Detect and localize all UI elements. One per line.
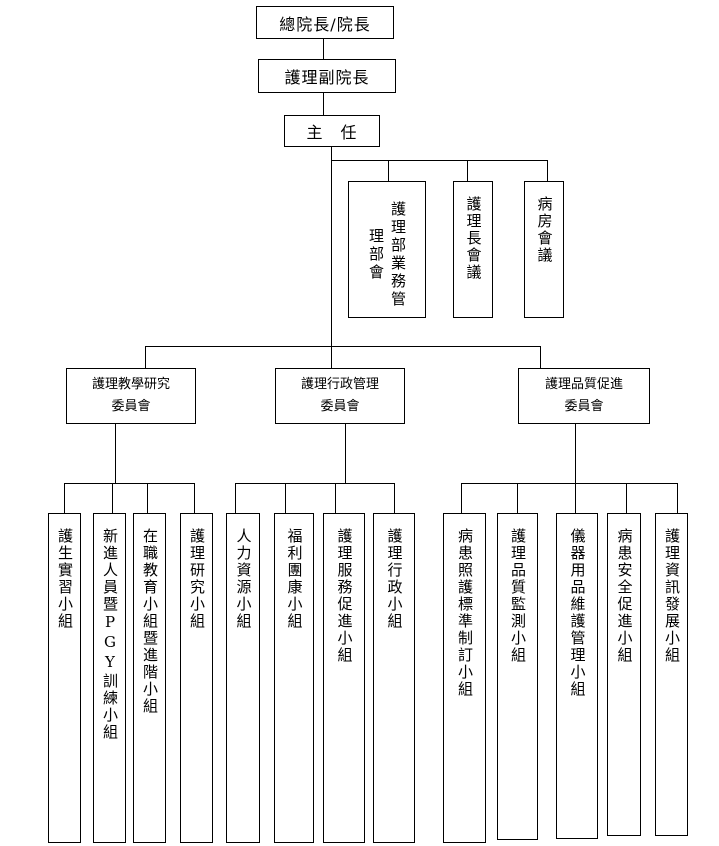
connector-line: [461, 483, 678, 484]
staff-box-head-nurse-meeting: 護理長會議: [453, 181, 493, 318]
connector-line: [345, 424, 346, 484]
connector-line: [323, 92, 324, 116]
group-box-nursing-research: 護理研究小組: [180, 513, 213, 843]
connector-line: [235, 483, 395, 484]
connector-line: [331, 160, 548, 161]
committee-subtitle: 委員會: [564, 399, 604, 414]
connector-line: [323, 38, 324, 60]
group-box-service-promotion: 護理服務促進小組: [323, 513, 365, 843]
committee-subtitle: 委員會: [320, 399, 360, 414]
staff-label: 護理部業務管理部會: [367, 200, 407, 309]
group-label: 護生實習小組: [56, 528, 74, 630]
committee-title: 護理行政管理: [300, 377, 379, 392]
group-box-new-staff-pgy-training: 新進人員暨PGY訓練小組: [93, 513, 126, 843]
connector-line: [285, 483, 286, 513]
group-label: 護理品質監測小組: [509, 528, 527, 664]
committee-subtitle: 委員會: [111, 399, 151, 414]
connector-line: [331, 146, 332, 346]
staff-label: 病房會議: [535, 196, 554, 264]
group-box-equipment-maintenance: 儀器用品維護管理小組: [556, 513, 598, 839]
group-label: 在職教育小組暨進階小組: [141, 528, 159, 715]
connector-line: [575, 424, 576, 484]
top-box: 總院長/院長: [256, 6, 394, 39]
vice-box: 護理副院長: [258, 59, 396, 93]
committee-title: 護理品質促進: [544, 377, 623, 392]
group-label: 護理資訊發展小組: [663, 528, 681, 664]
connector-line: [115, 424, 116, 484]
committee-box-quality: 護理品質促進 委員會: [518, 368, 650, 424]
connector-line: [461, 483, 462, 513]
group-box-patient-safety: 病患安全促進小組: [607, 513, 641, 836]
connector-line: [194, 483, 195, 513]
connector-line: [64, 483, 194, 484]
connector-line: [677, 483, 678, 513]
group-label: 人力資源小組: [234, 528, 253, 630]
group-label: 護理服務促進小組: [335, 528, 354, 664]
connector-line: [626, 483, 627, 513]
director-box: 主 任: [284, 115, 380, 147]
group-label: 福利團康小組: [285, 528, 304, 630]
connector-line: [335, 483, 336, 513]
group-box-nursing-administration: 護理行政小組: [373, 513, 415, 843]
group-label: 病患安全促進小組: [615, 528, 634, 664]
group-box-quality-monitoring: 護理品質監測小組: [497, 513, 538, 840]
connector-line: [147, 483, 148, 513]
group-box-in-service-education: 在職教育小組暨進階小組: [133, 513, 166, 843]
group-label: 護理行政小組: [385, 528, 404, 630]
group-box-nursing-student-practicum: 護生實習小組: [48, 513, 81, 843]
group-box-welfare-recreation: 福利團康小組: [274, 513, 314, 843]
connector-line: [388, 160, 389, 182]
group-label: 新進人員暨PGY訓練小組: [101, 528, 119, 741]
connector-line: [547, 160, 548, 182]
connector-line: [540, 346, 541, 368]
group-box-care-standards: 病患照護標準制訂小組: [443, 513, 486, 843]
group-label: 病患照護標準制訂小組: [456, 528, 474, 698]
connector-line: [331, 346, 332, 368]
committee-box-administration: 護理行政管理 委員會: [275, 368, 405, 424]
connector-line: [575, 483, 576, 513]
group-box-human-resources: 人力資源小組: [226, 513, 260, 843]
group-label: 儀器用品維護管理小組: [568, 528, 587, 698]
staff-box-ward-meeting: 病房會議: [524, 181, 564, 318]
committee-title: 護理教學研究: [91, 377, 170, 392]
connector-line: [394, 483, 395, 513]
staff-box-management-council: 護理部業務管理部會: [348, 181, 426, 318]
connector-line: [145, 346, 146, 368]
committee-box-teaching-research: 護理教學研究 委員會: [66, 368, 196, 424]
connector-line: [467, 160, 468, 182]
connector-line: [64, 483, 65, 513]
connector-line: [145, 346, 541, 347]
connector-line: [517, 483, 518, 513]
staff-label: 護理長會議: [464, 196, 483, 281]
group-box-information-development: 護理資訊發展小組: [655, 513, 688, 836]
connector-line: [235, 483, 236, 513]
group-label: 護理研究小組: [188, 528, 206, 630]
connector-line: [112, 483, 113, 513]
